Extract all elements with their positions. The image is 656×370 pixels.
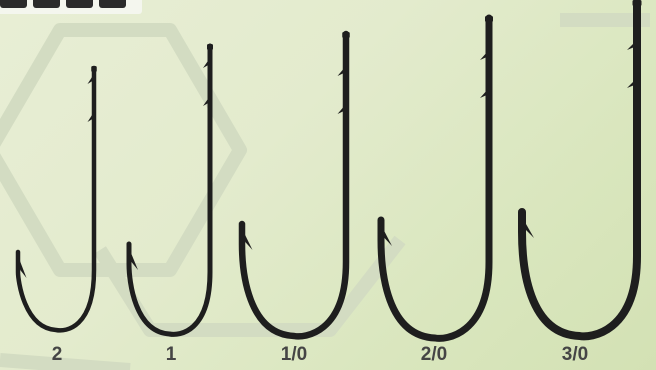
hook-size-label-2: 2 bbox=[27, 344, 87, 366]
hook-body bbox=[129, 46, 210, 334]
hook-eye bbox=[633, 0, 642, 6]
hook-eye bbox=[342, 32, 350, 38]
hook-body bbox=[381, 18, 489, 338]
hook-size-label-3-0: 3/0 bbox=[545, 344, 605, 366]
fishing-hook-3 bbox=[239, 32, 350, 336]
hook-body bbox=[522, 2, 637, 336]
hook-body bbox=[18, 68, 94, 330]
hook-body bbox=[242, 34, 346, 336]
fishing-hook-4 bbox=[378, 16, 494, 338]
fishing-hook-2 bbox=[127, 44, 214, 334]
hook-eye bbox=[485, 16, 493, 22]
hook-size-label-1-0: 1/0 bbox=[264, 344, 324, 366]
hook-eye bbox=[91, 66, 97, 72]
fishing-hook-5 bbox=[518, 0, 642, 336]
hook-eye bbox=[207, 44, 213, 50]
fishing-hook-1 bbox=[16, 66, 97, 330]
hook-size-label-2-0: 2/0 bbox=[404, 344, 464, 366]
hook-size-label-1: 1 bbox=[141, 344, 201, 366]
